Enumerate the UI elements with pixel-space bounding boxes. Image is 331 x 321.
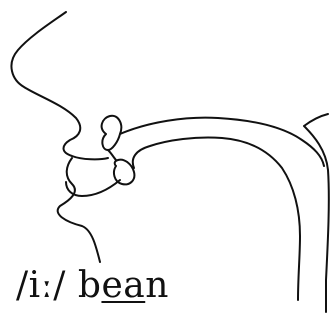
word-highlight: ea [101, 265, 145, 306]
word-before: b [78, 265, 102, 306]
palate-outline [120, 118, 324, 166]
example-word: bean [78, 265, 169, 306]
face-profile-outline [11, 12, 108, 159]
lower-teeth [114, 160, 134, 185]
lower-lip-chin-outline [58, 158, 100, 262]
phoneme-caption: /iː/bean [16, 268, 169, 304]
word-after: n [145, 265, 169, 306]
upper-teeth [102, 116, 122, 150]
phoneme-symbol: /iː/ [16, 265, 66, 306]
lip-line [108, 150, 116, 160]
